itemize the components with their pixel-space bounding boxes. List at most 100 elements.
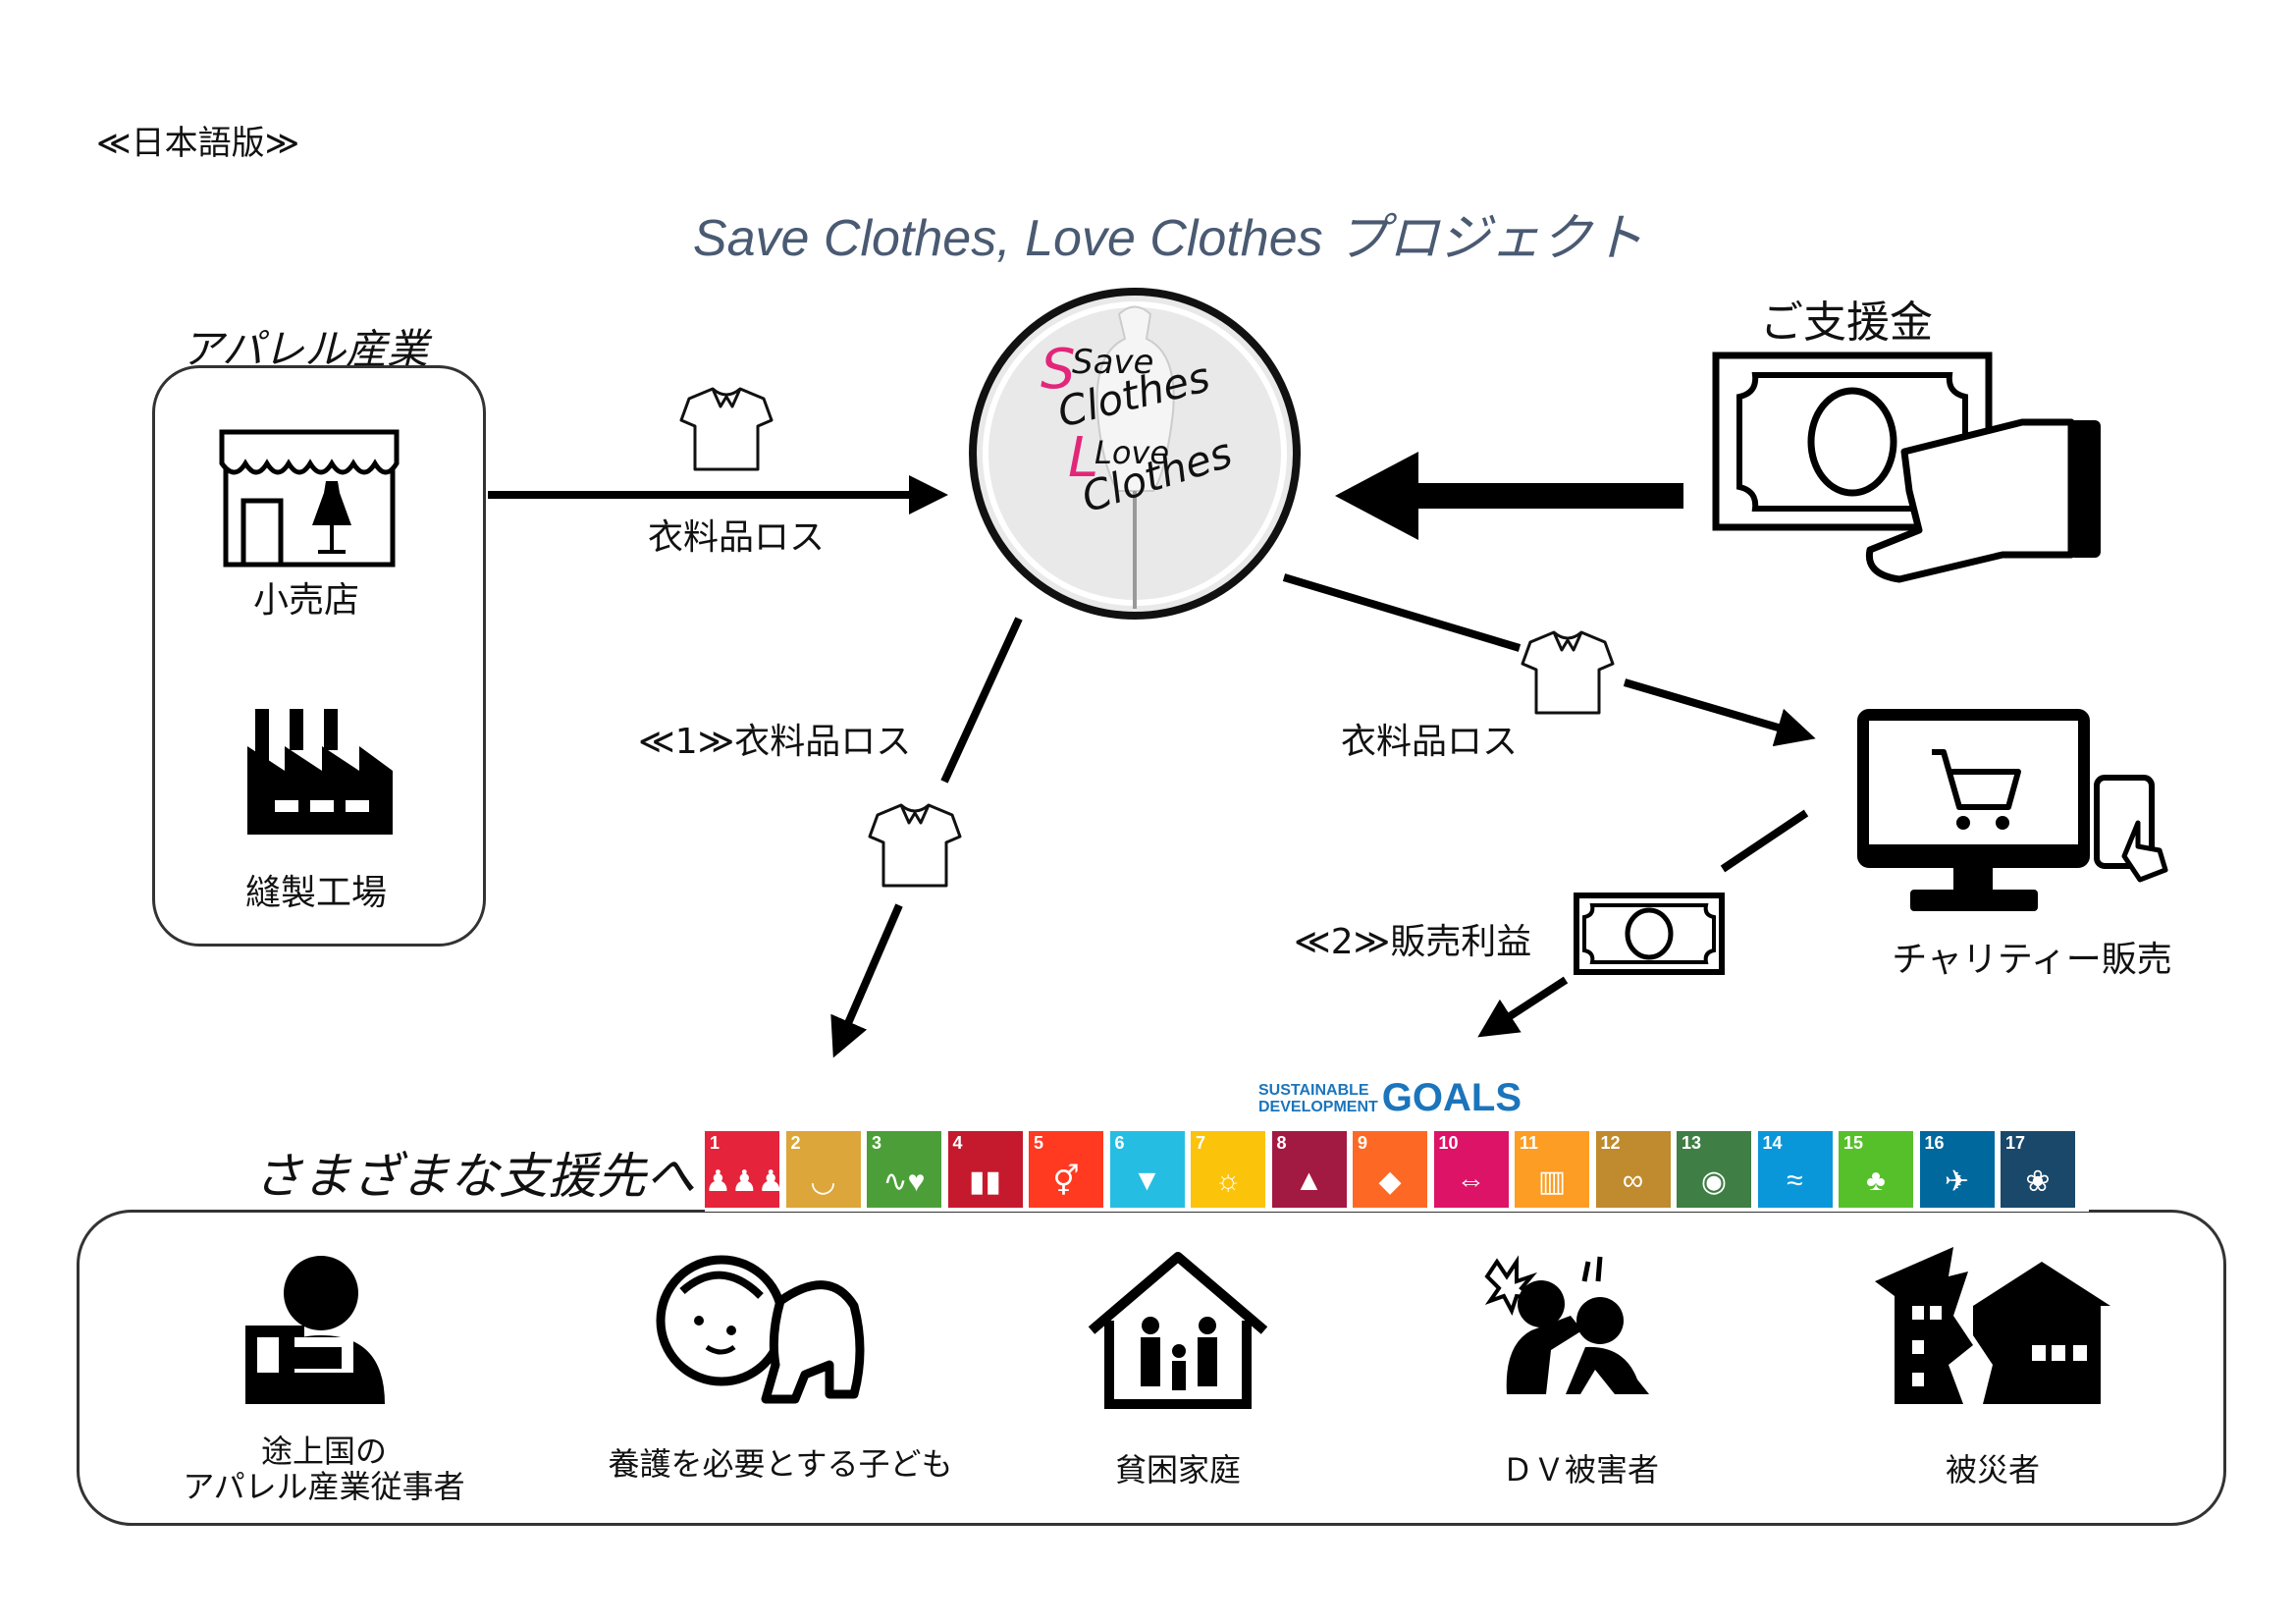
sdg-goals-strip: 1♟♟♟2◡3∿♥4▮▮5⚥6▼7☼8▲9◆10⇔11▥12∞13◉14≈15♣… (705, 1125, 2089, 1212)
sdg-goal-10: 10 ⇔ (1433, 1131, 1509, 1208)
clothing-loss-1-label: ≪1≫衣料品ロス (638, 722, 912, 762)
water-icon: ▼ (1132, 1164, 1162, 1197)
disaster-damaged-house-icon (1875, 1247, 2110, 1404)
sdg-goal-9: 9◆ (1353, 1131, 1427, 1208)
recipient-label-line1: 途上国の (260, 1433, 387, 1470)
donation-label: ご支援金 (1760, 298, 1933, 348)
store-icon (219, 429, 400, 568)
sdg-goal-number: 12 (1600, 1133, 1621, 1153)
eye-icon: ◉ (1700, 1165, 1728, 1198)
people-icon: ♟♟♟ (705, 1165, 784, 1198)
arrow-charity-to-support-b (1477, 976, 1569, 1038)
sewing-worker-icon (245, 1256, 385, 1404)
arrow-project-to-charity-b (1623, 678, 1816, 747)
sdgs-logo: SUSTAINABLE DEVELOPMENT GOALS (1258, 1076, 1522, 1120)
sdg-goal-13: 13 ◉ (1677, 1131, 1751, 1208)
sdg-goal-1: 1 ♟♟♟ (705, 1131, 784, 1208)
charity-sale-label: チャリティー販売 (1892, 940, 2172, 980)
apparel-industry-title: アパレル産業 (182, 325, 429, 373)
sdg-goal-number: 9 (1358, 1133, 1368, 1153)
sdg-goal-number: 1 (710, 1133, 721, 1153)
sdg-goal-5: 5⚥ (1029, 1131, 1103, 1208)
infinity-icon: ∞ (1622, 1164, 1644, 1197)
sdgs-logo-small: SUSTAINABLE DEVELOPMENT (1258, 1081, 1378, 1115)
arrow-charity-to-support-a (1720, 809, 1809, 873)
sdg-goal-3: 3∿♥ (867, 1131, 941, 1208)
sdg-goal-number: 15 (1843, 1133, 1864, 1153)
shirt-icon (679, 387, 774, 471)
sdg-goal-number: 11 (1520, 1133, 1539, 1153)
hand-money-icon (1712, 352, 2101, 583)
recipient-label-line2: アパレル産業従事者 (183, 1468, 465, 1505)
sdg-goal-number: 5 (1034, 1133, 1044, 1153)
support-title: さまざまな支援先へ (253, 1148, 695, 1205)
sdg-goal-number: 13 (1682, 1133, 1702, 1153)
sdg-goal-12: 12∞ (1595, 1131, 1671, 1208)
sdg-goal-8: 8▲ (1271, 1131, 1347, 1208)
sdg-goal-16: 16 ✈ (1919, 1131, 1995, 1208)
recipient-label-dv-victims: ＤＶ被害者 (1501, 1451, 1659, 1489)
sdg-goal-number: 14 (1762, 1133, 1783, 1153)
sewing-factory-label: 縫製工場 (244, 873, 387, 913)
factory-icon (247, 709, 393, 835)
sdg-goal-number: 6 (1114, 1133, 1125, 1153)
fish-icon: ≈ (1787, 1164, 1803, 1197)
apparel-industry-box (152, 365, 486, 947)
logo-letter-s: S (1041, 338, 1076, 402)
crawling-baby-icon (656, 1255, 865, 1404)
sales-profit-label: ≪2≫販売利益 (1294, 922, 1532, 962)
shirt-icon-support (868, 803, 962, 888)
recipient-label-poverty-families: 貧困家庭 (1114, 1451, 1241, 1489)
poor-family-house-icon (1088, 1252, 1268, 1409)
sdg-goal-number: 7 (1196, 1133, 1206, 1153)
logo-word-love: Love (1095, 434, 1169, 471)
sdg-goal-2: 2◡ (785, 1131, 861, 1208)
sdg-goal-number: 8 (1276, 1133, 1287, 1153)
city-icon: ▥ (1537, 1165, 1567, 1198)
project-title: Save Clothes, Love Clothes プロジェクト (692, 210, 1644, 267)
recipient-label-disaster-victims: 被災者 (1945, 1451, 2040, 1489)
arrow-project-to-support-b (830, 903, 903, 1058)
sdg-goal-number: 2 (790, 1133, 801, 1153)
computer-cart-icon (1857, 709, 2168, 911)
sun-icon: ☼ (1214, 1164, 1242, 1197)
sdg-goal-number: 17 (2005, 1133, 2026, 1153)
sdg-goal-6: 6▼ (1109, 1131, 1185, 1208)
cubes-icon: ◆ (1378, 1165, 1402, 1198)
tree-icon: ♣ (1866, 1164, 1886, 1197)
gender-icon: ⚥ (1052, 1165, 1080, 1198)
growth-icon: ▲ (1294, 1164, 1324, 1197)
arrow-project-to-charity-a (1282, 573, 1522, 652)
dove-icon: ✈ (1944, 1165, 1970, 1198)
project-logo: S Save Clothes L Love Clothes (969, 288, 1301, 620)
sdg-goal-number: 3 (872, 1133, 882, 1153)
dv-victim-icon (1484, 1255, 1649, 1394)
arrow-project-to-support-a (940, 617, 1023, 784)
sdg-goal-17: 17 ❀ (2001, 1131, 2075, 1208)
logo-letter-l: L (1068, 426, 1098, 490)
banknote-icon (1574, 893, 1725, 975)
recipient-label-apparel-workers: 途上国の アパレル産業従事者 (157, 1434, 491, 1504)
recipient-label-children: 養護を必要とする子ども (608, 1445, 953, 1483)
clothing-loss-label: 衣料品ロス (647, 517, 825, 558)
logo-word-save: Save (1072, 343, 1153, 382)
sdg-goal-4: 4▮▮ (947, 1131, 1023, 1208)
sdg-goal-15: 15♣ (1839, 1131, 1913, 1208)
sdg-goal-number: 4 (952, 1133, 963, 1153)
retail-store-label: 小売店 (252, 580, 359, 621)
sdgs-logo-goals: GOALS (1381, 1076, 1522, 1119)
clothing-loss-charity-label: 衣料品ロス (1341, 722, 1519, 762)
sdg-goal-number: 10 (1438, 1133, 1459, 1153)
flower-icon: ❀ (2025, 1165, 2051, 1198)
donation-arrow (1335, 452, 1683, 540)
sdg-goal-number: 16 (1924, 1133, 1945, 1153)
equality-icon: ⇔ (1456, 1164, 1486, 1197)
heartbeat-icon: ∿♥ (882, 1165, 926, 1198)
sdg-goal-7: 7☼ (1191, 1131, 1265, 1208)
language-label: ≪日本語版≫ (96, 124, 300, 163)
bowl-icon: ◡ (810, 1165, 836, 1198)
sdg-goal-14: 14≈ (1757, 1131, 1833, 1208)
book-icon: ▮▮ (968, 1165, 1002, 1198)
sdg-goal-11: 11 ▥ (1515, 1131, 1589, 1208)
